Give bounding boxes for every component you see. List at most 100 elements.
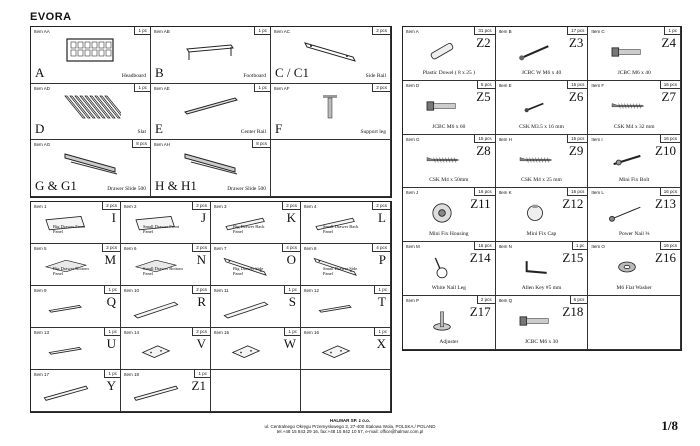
footer-address: ul. Centralnego Okręgu Przemysłowego 3, … xyxy=(264,423,436,429)
item-number: Item E xyxy=(498,82,512,88)
part-code: V xyxy=(196,336,206,351)
part-code: Y xyxy=(106,378,116,393)
part-code: Z6 xyxy=(568,88,584,104)
quantity-label: 1 pc xyxy=(374,286,390,294)
part-name: Big Drawer Front Panel xyxy=(53,224,85,234)
part-name: Big Drawer Bottom Panel xyxy=(53,266,89,276)
quantity-label: 4 pcs xyxy=(372,244,390,252)
item-number: Item J xyxy=(406,190,419,196)
part-name: Small Drawer Front Panel xyxy=(143,224,179,234)
footer-contact: tel.+48 15 843 29 16, fax:+48 15 842 10 … xyxy=(276,429,424,434)
quantity-label: 6 pcs xyxy=(569,296,588,305)
footer-company: HALMAR SP. z o.o. xyxy=(329,418,371,423)
part-name: Slat xyxy=(137,129,146,136)
part-code: Q xyxy=(106,294,116,309)
item-number: Item 5 xyxy=(34,246,47,251)
quantity-label: 1 pc xyxy=(104,370,120,378)
part-code: Z18 xyxy=(562,304,584,320)
quantity-label: 4 pcs xyxy=(282,244,300,252)
item-number: Item 9 xyxy=(34,288,47,293)
item-number: Item I xyxy=(591,136,603,142)
part-name: Side Rail xyxy=(365,72,386,79)
quantity-label: 2 pcs xyxy=(102,244,120,252)
part-name: CSK M4 x 32 mm xyxy=(613,123,655,130)
quantity-label: 2 pcs xyxy=(476,296,495,305)
item-number: Item 7 xyxy=(214,246,227,251)
quantity-label: 2 pcs xyxy=(372,27,390,35)
part-code: K xyxy=(286,210,296,225)
page-number: 1/8 xyxy=(661,418,678,433)
item-number: Item K xyxy=(498,190,512,196)
part-code: Z9 xyxy=(568,142,584,158)
item-number: Item Q xyxy=(498,298,513,304)
empty-cell xyxy=(271,140,391,197)
quantity-label: 5 pcs xyxy=(476,80,495,89)
empty-cell xyxy=(301,370,391,412)
item-number: Item 6 xyxy=(124,246,137,251)
quantity-label: 2 pcs xyxy=(282,202,300,210)
part-code: T xyxy=(378,294,386,309)
quantity-label: 17 pcs xyxy=(567,27,588,35)
item-number: Item 17 xyxy=(34,372,50,377)
item-number: Item AD xyxy=(34,85,51,91)
quantity-label: 16 pcs xyxy=(659,188,680,197)
item-number: Item N xyxy=(498,244,512,250)
part-name: White Nail Leg xyxy=(431,285,466,292)
document-title: EVORA xyxy=(30,11,72,23)
part-name: Mini Fix Housing xyxy=(429,231,469,238)
part-code: Z11 xyxy=(470,196,491,212)
quantity-label: 16 pcs xyxy=(659,80,680,89)
part-code: A xyxy=(35,64,45,80)
item-number: Item 3 xyxy=(214,204,227,209)
item-number: Item F xyxy=(591,82,605,88)
item-number: Item 14 xyxy=(124,330,140,335)
part-name: Drawer Slide 500 xyxy=(107,186,146,192)
company-footer: HALMAR SP. z o.o. ul. Centralnego Okręgu… xyxy=(200,418,500,435)
item-number: Item AH xyxy=(154,142,171,148)
quantity-label: 15 pcs xyxy=(567,134,588,143)
quantity-label: 1 pc xyxy=(284,328,300,336)
part-name: Power Nail ⅜ xyxy=(618,231,650,238)
part-code: Z16 xyxy=(655,250,676,266)
part-name: Small Drawer Side Panel xyxy=(323,266,358,276)
item-number: Item 1 xyxy=(34,204,47,209)
part-code: Z7 xyxy=(661,88,676,104)
quantity-label: 16 pcs xyxy=(659,134,680,143)
item-number: Item C xyxy=(591,29,605,34)
part-name: JCBC M6 x 40 xyxy=(617,69,651,76)
item-number: Item L xyxy=(591,190,604,196)
part-name: Mini Fix Cap xyxy=(526,231,557,238)
quantity-label: 2 pcs xyxy=(192,202,210,210)
part-code: F xyxy=(275,121,283,137)
part-code: S xyxy=(288,294,296,309)
item-number: Item B xyxy=(498,29,512,34)
part-code: Z10 xyxy=(655,142,676,158)
item-number: Item AA xyxy=(34,29,50,34)
part-code: Z3 xyxy=(568,35,584,50)
item-number: Item 12 xyxy=(304,288,320,293)
part-code: Z4 xyxy=(661,35,676,50)
part-name: Big Drawer Back Panel xyxy=(233,224,265,234)
quantity-label: 1 pc xyxy=(374,328,390,336)
part-code: I xyxy=(111,210,116,225)
